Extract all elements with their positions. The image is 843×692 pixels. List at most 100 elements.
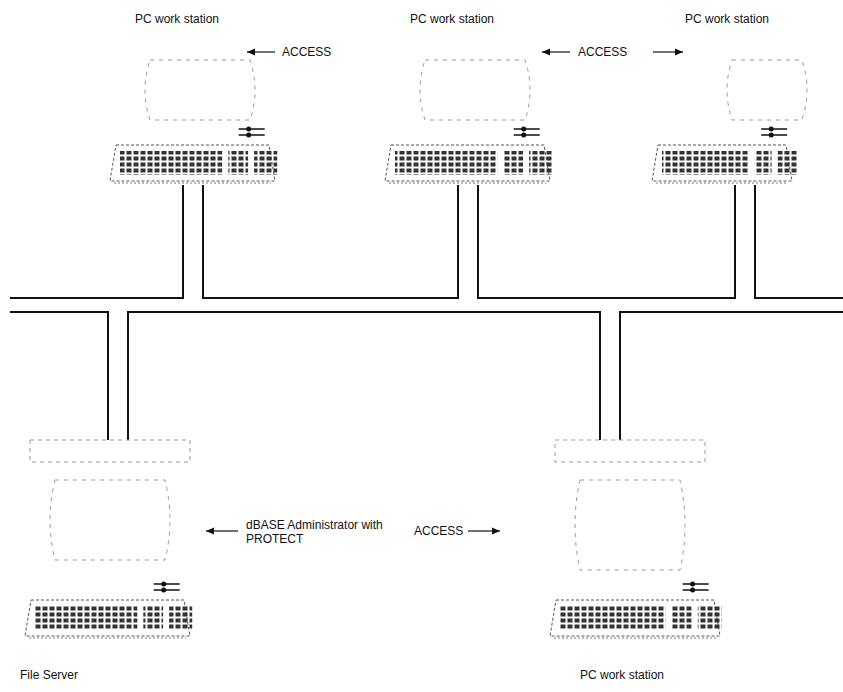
access-label: ACCESS [576,45,629,59]
drawing-stroke [395,151,497,175]
drawing-stroke [761,128,787,130]
bus-joint [109,311,127,314]
system-unit [30,440,190,462]
drawing-stroke [110,145,275,181]
drawing-stroke [769,133,774,138]
drawing-stroke [29,638,186,639]
drop-cable [183,185,203,298]
drawing-stroke [550,600,720,636]
station-label: PC work station [685,12,769,26]
drawing-stroke [599,312,601,440]
computer-node: PC work station [370,6,560,186]
drawing-stroke [690,582,695,587]
faded-monitor [145,60,255,120]
drawing-stroke [477,185,479,298]
drawing-stroke [239,128,265,130]
station-label: File Server [20,668,78,682]
drawing-stroke [35,606,137,630]
drawing-stroke [575,480,685,570]
station-label: PC work station [580,668,664,682]
drawing-stroke [754,185,756,298]
drawing-stroke [420,60,530,120]
drawing-stroke [769,127,774,132]
keyboard [25,582,192,639]
drawing-stroke [385,145,550,181]
drawing-stroke [683,589,709,591]
drawing-stroke [161,582,166,587]
drawing-stroke [183,185,203,298]
drawing-stroke [169,606,192,630]
administrator-note: dBASE Administrator with PROTECT [244,518,398,546]
drawing-stroke [683,583,709,585]
drawing-stroke [457,185,459,298]
drawing-stroke [161,588,166,593]
computer-node: PC work station [640,6,830,186]
keyboard [652,127,797,184]
drawing-stroke [246,127,251,132]
drop-cable [108,312,128,440]
drop-cable [735,185,755,298]
drawing-stroke [458,185,478,298]
drawing-stroke [202,185,204,298]
system-unit [555,440,705,462]
drawing-stroke [529,151,552,175]
access-label: ACCESS [412,524,465,538]
drawing-stroke [778,151,798,175]
keyboard [110,127,277,184]
faded-monitor [420,60,530,120]
network-bus [10,298,843,312]
faded-monitor [727,60,807,120]
drawing-stroke [239,134,265,136]
bus-joint [601,311,619,314]
drawing-stroke [127,312,129,440]
drawing-stroke [600,312,620,440]
drawing-stroke [521,127,526,132]
drawing-stroke [514,128,540,130]
drawing-stroke [228,151,248,175]
drawing-stroke [554,638,716,639]
drawing-stroke [656,183,788,184]
drawing-stroke [521,133,526,138]
drawing-stroke [107,312,109,440]
drawing-stroke [25,600,190,636]
drawing-stroke [727,60,807,120]
drawing-stroke [698,606,722,630]
drawing-stroke [246,133,251,138]
computer-node: PC work station [95,6,285,186]
computer-node: File Server [10,438,210,688]
station-label: PC work station [410,12,494,26]
bus-joint [184,297,202,300]
drawing-stroke [755,151,772,175]
drawing-stroke [143,606,163,630]
station-label: PC work station [135,12,219,26]
drawing-stroke [619,312,621,440]
drawing-stroke [182,185,184,298]
drawing-stroke [734,185,736,298]
drawing-stroke [254,151,277,175]
access-arrows [206,52,683,531]
keyboard [550,582,722,639]
drawing-stroke [50,480,170,560]
faded-monitor [575,480,685,570]
drawing-stroke [690,588,695,593]
drawing-stroke [114,183,271,184]
drawing-stroke [735,185,755,298]
drop-cable [600,312,620,440]
drawing-stroke [652,145,792,181]
faded-monitor [50,480,170,560]
drawing-stroke [503,151,523,175]
drawing-stroke [154,589,180,591]
keyboard [385,127,552,184]
drawing-stroke [120,151,222,175]
drawing-stroke [514,134,540,136]
computer-node: PC work station [540,438,740,688]
drawing-stroke [108,312,128,440]
drawing-stroke [671,606,691,630]
drawing-stroke [145,60,255,120]
bus-joint [459,297,477,300]
drawing-stroke [761,134,787,136]
access-label: ACCESS [280,45,333,59]
drawing-stroke [154,583,180,585]
drop-cable [458,185,478,298]
